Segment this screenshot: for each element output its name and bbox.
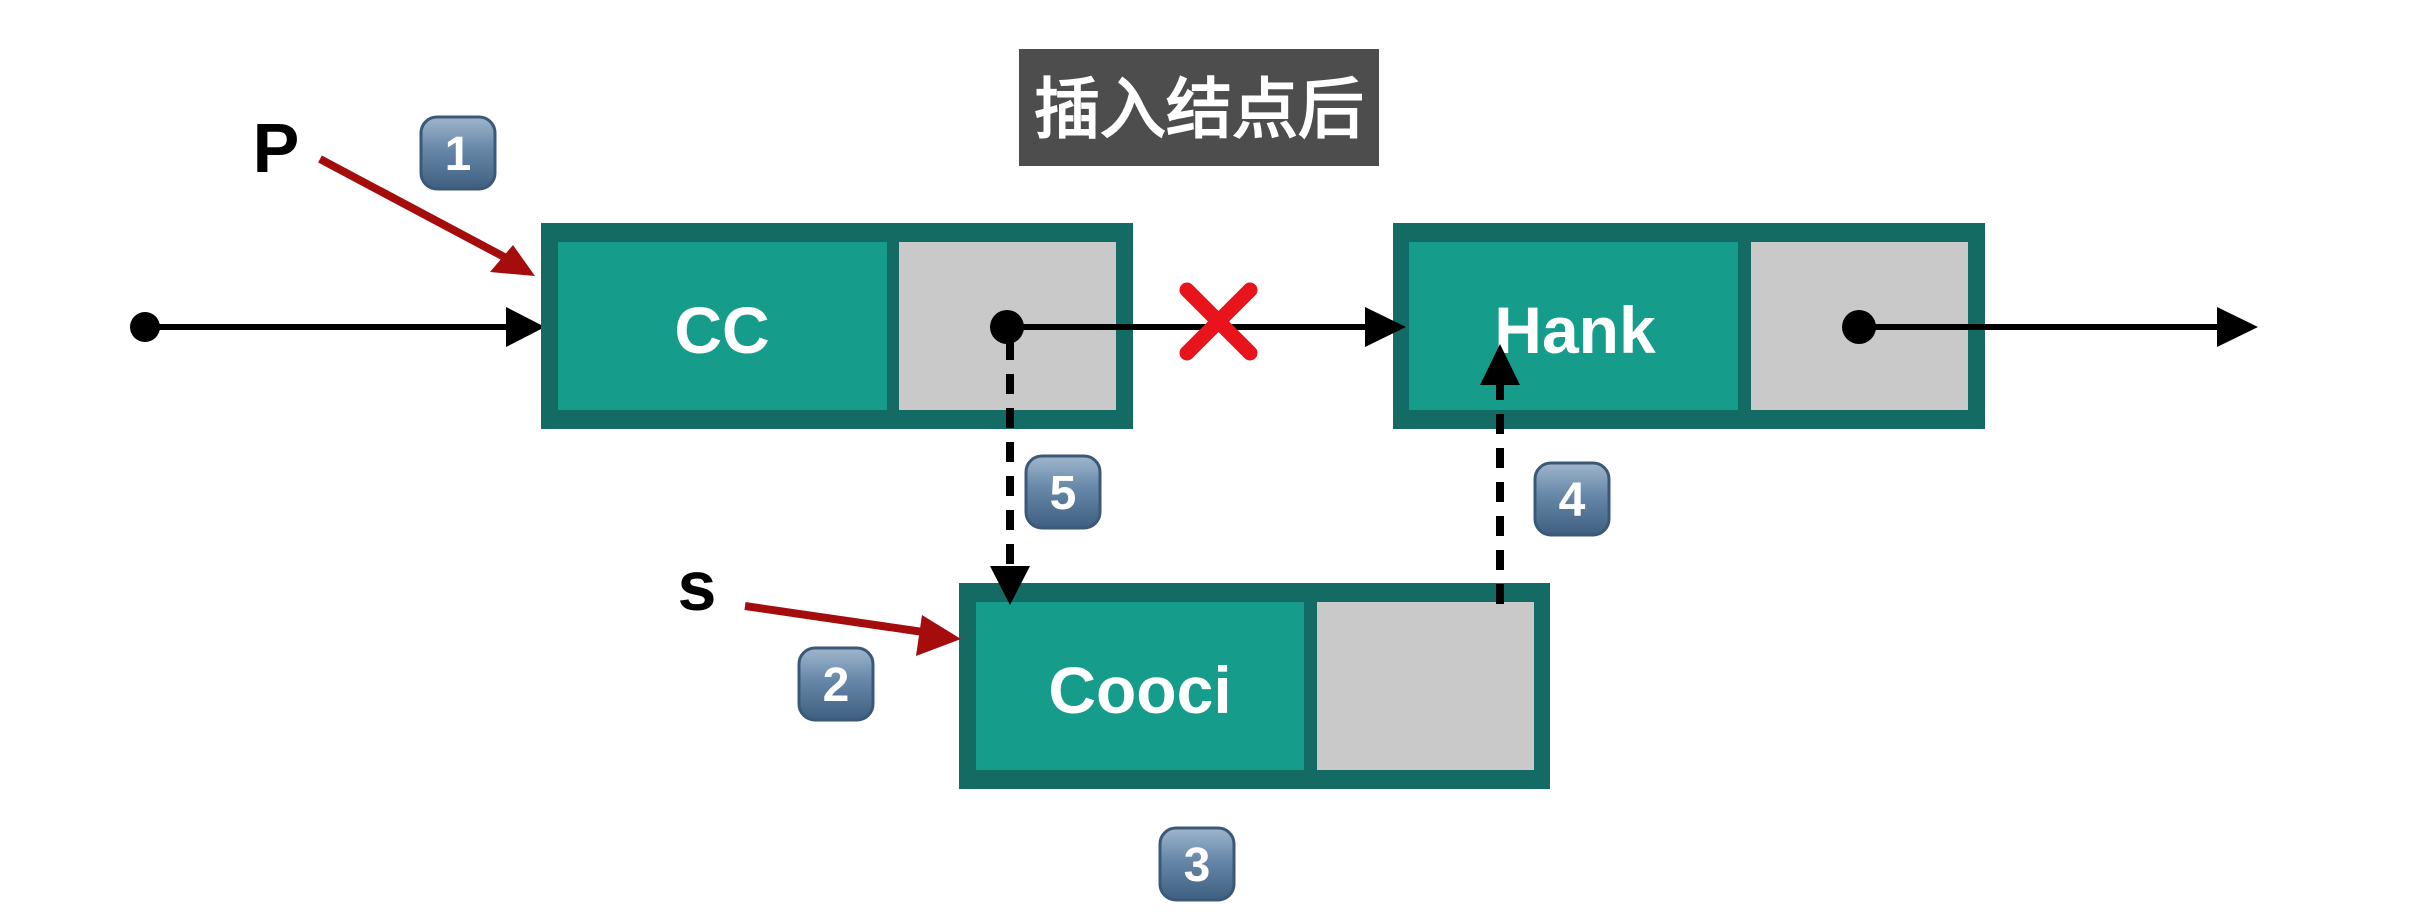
cc-to-hank-link <box>990 307 1406 347</box>
node-cooci-pointer-cell <box>1317 602 1534 770</box>
step-badge-4: 4 <box>1533 461 1611 537</box>
pointer-s: s <box>678 547 961 656</box>
step-badge-5: 5 <box>1024 454 1102 530</box>
hank-next-link <box>1842 307 2258 347</box>
node-hank-data-cell <box>1409 242 1738 410</box>
step-badge-2-label: 2 <box>823 659 850 712</box>
title-text: 插入结点后 <box>1034 71 1364 148</box>
pointer-s-arrow-line <box>744 602 931 637</box>
hank-next-arrowhead <box>2217 307 2258 347</box>
pointer-s-label: s <box>678 547 717 625</box>
step-badge-5-label: 5 <box>1050 467 1077 520</box>
title-background <box>1019 49 1379 166</box>
node-cooci: Cooci <box>959 583 1550 789</box>
step-badge-3-label: 3 <box>1184 839 1211 892</box>
head-link-arrowhead <box>506 307 545 347</box>
step-badge-4-label: 4 <box>1559 474 1586 527</box>
cc-to-hank-arrowhead <box>1365 307 1406 347</box>
head-link <box>130 307 545 347</box>
step-badge-1: 1 <box>419 115 497 191</box>
node-cooci-data-cell <box>976 602 1304 770</box>
node-cc-label: CC <box>674 293 769 367</box>
pointer-p-arrow-line <box>318 155 510 263</box>
removed-link-cross: ✕ <box>1179 282 1258 361</box>
step-badge-2: 2 <box>797 646 875 722</box>
diagram-title: 插入结点后 <box>1019 49 1379 166</box>
cc-to-cooci-dashed-link <box>990 340 1030 605</box>
node-cc-data-cell <box>558 242 887 410</box>
node-hank-label: Hank <box>1494 293 1656 367</box>
step-badge-3: 3 <box>1158 826 1236 902</box>
pointer-p-arrowhead <box>490 245 535 276</box>
node-cooci-label: Cooci <box>1048 653 1231 727</box>
pointer-s-arrowhead <box>916 615 961 656</box>
cooci-to-hank-arrowhead <box>1480 344 1520 385</box>
pointer-p: P <box>253 109 535 276</box>
cooci-to-hank-dashed-link <box>1480 344 1520 604</box>
step-badge-1-label: 1 <box>445 128 472 181</box>
cc-to-cooci-arrowhead <box>990 566 1030 605</box>
pointer-p-label: P <box>253 109 300 187</box>
